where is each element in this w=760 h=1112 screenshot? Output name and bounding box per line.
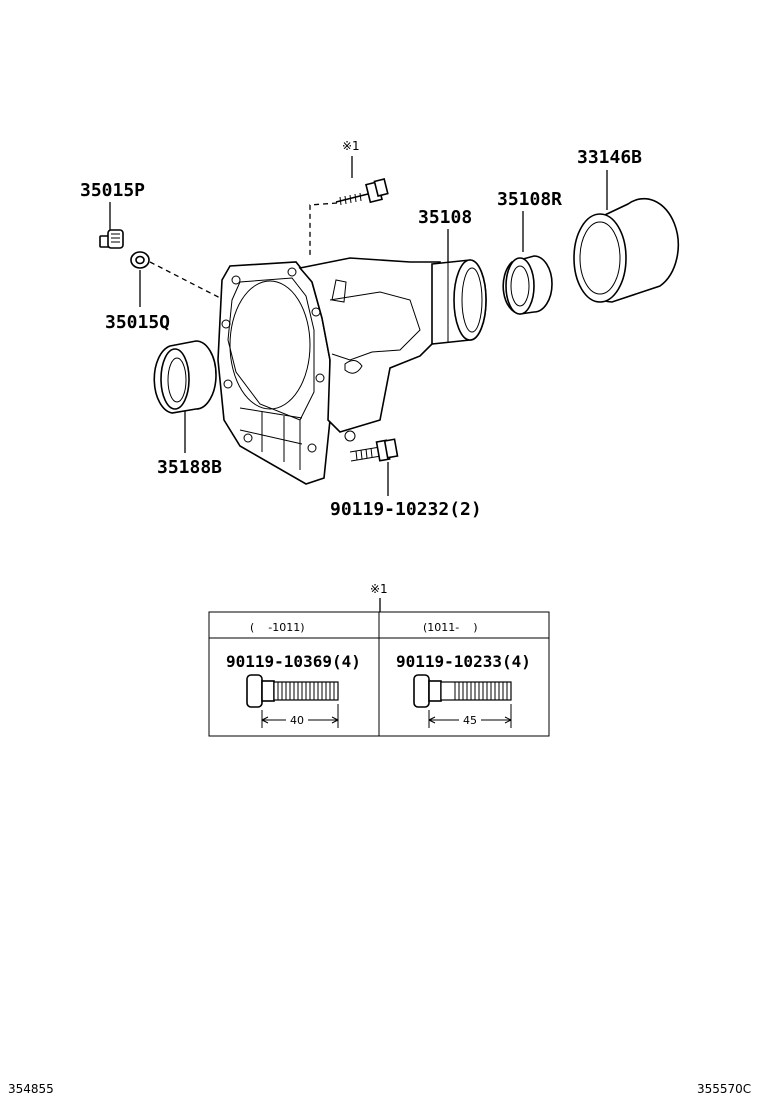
drain-plug-35015P bbox=[99, 229, 124, 249]
dim-bg-40 bbox=[286, 712, 308, 726]
bolt-bottom bbox=[349, 438, 399, 462]
dimension-45: 45 bbox=[463, 714, 477, 727]
footer-right-code: 355570C bbox=[697, 1082, 751, 1096]
cover-33146B bbox=[573, 197, 680, 303]
label-35015P[interactable]: 35015P bbox=[80, 180, 145, 201]
gasket-35015Q bbox=[130, 251, 150, 269]
table-header-col2: (1011- ) bbox=[423, 621, 478, 634]
note-marker-table: ※1 bbox=[370, 582, 388, 596]
seal-35108R bbox=[502, 255, 553, 315]
table-part-col2[interactable]: 90119-10233(4) bbox=[396, 652, 531, 671]
footer-left-code: 354855 bbox=[8, 1082, 54, 1096]
label-35188B[interactable]: 35188B bbox=[157, 457, 222, 478]
label-35108R[interactable]: 35108R bbox=[497, 189, 562, 210]
table-header-col1: ( -1011) bbox=[250, 621, 305, 634]
extension-housing-35108 bbox=[217, 257, 487, 485]
label-90119-10232[interactable]: 90119-10232(2) bbox=[330, 499, 482, 520]
bolt-top bbox=[335, 178, 389, 206]
label-35015Q[interactable]: 35015Q bbox=[105, 312, 170, 333]
oil-seal-35188B bbox=[153, 340, 217, 414]
leader-lines bbox=[109, 156, 608, 496]
label-35108[interactable]: 35108 bbox=[418, 207, 472, 228]
note-marker-top: ※1 bbox=[342, 139, 360, 153]
dim-bg-45 bbox=[459, 712, 481, 726]
dimension-40: 40 bbox=[290, 714, 304, 727]
variant-table bbox=[208, 611, 550, 737]
table-part-col1[interactable]: 90119-10369(4) bbox=[226, 652, 361, 671]
label-33146B[interactable]: 33146B bbox=[577, 147, 642, 168]
